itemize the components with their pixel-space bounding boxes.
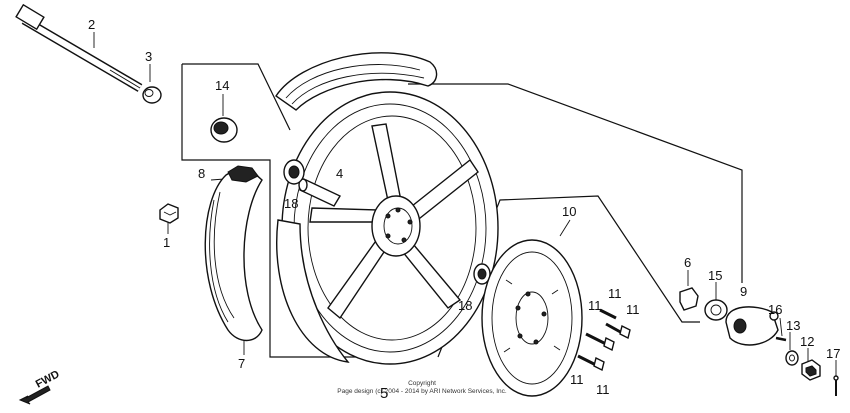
callout-2: 2 (88, 17, 95, 32)
callout-12: 12 (800, 334, 814, 349)
tire-section (204, 165, 263, 342)
callout-numbers: 1 2 3 4 5 6 7 8 9 10 11 11 11 11 11 12 1… (88, 17, 840, 402)
callout-8: 8 (198, 166, 205, 181)
axle-nut-12 (801, 359, 821, 381)
callout-11-e: 11 (596, 382, 610, 397)
seal-15 (704, 299, 728, 321)
copyright-line-1: Copyright (408, 380, 436, 387)
valve-nut (159, 203, 179, 224)
callout-13: 13 (786, 318, 800, 333)
screw-16 (775, 336, 787, 342)
callout-18-b: 18 (458, 298, 472, 313)
cotter-pin-17 (833, 375, 839, 396)
callout-15: 15 (708, 268, 722, 283)
callout-4: 4 (336, 166, 343, 181)
callout-11-c: 11 (626, 302, 640, 317)
disc-bolts (577, 308, 631, 372)
copyright-footer: Copyright Page design (c) 2004 - 2014 by… (337, 380, 507, 395)
callout-11-b: 11 (608, 286, 622, 301)
axle-collar (142, 86, 162, 104)
callout-9: 9 (740, 284, 747, 299)
bearing-18-right (473, 263, 491, 285)
axle (15, 3, 143, 92)
copyright-line-2: Page design (c) 2004 - 2014 by ARI Netwo… (337, 388, 507, 395)
callout-5: 5 (380, 385, 388, 402)
gearbox-9 (725, 306, 779, 346)
callout-1: 1 (163, 235, 170, 250)
callout-7: 7 (238, 356, 245, 371)
callout-18-a: 18 (284, 196, 298, 211)
callout-10: 10 (562, 204, 576, 219)
callout-11-d: 11 (570, 372, 584, 387)
bearing-14 (210, 117, 238, 143)
callout-17: 17 (826, 346, 840, 361)
callout-3: 3 (145, 49, 152, 64)
brake-disc (481, 239, 583, 397)
callout-11-a: 11 (588, 298, 602, 313)
bearing-18-left (283, 159, 305, 185)
washer-13 (785, 350, 799, 366)
forward-arrow: FWD (18, 368, 62, 405)
callout-16: 16 (768, 302, 782, 317)
wheel-hub (371, 195, 421, 257)
tire-tread-top (275, 52, 438, 111)
distance-collar (298, 178, 341, 207)
callout-14: 14 (215, 78, 229, 93)
retainer-6 (679, 287, 699, 311)
callout-6: 6 (684, 255, 691, 270)
